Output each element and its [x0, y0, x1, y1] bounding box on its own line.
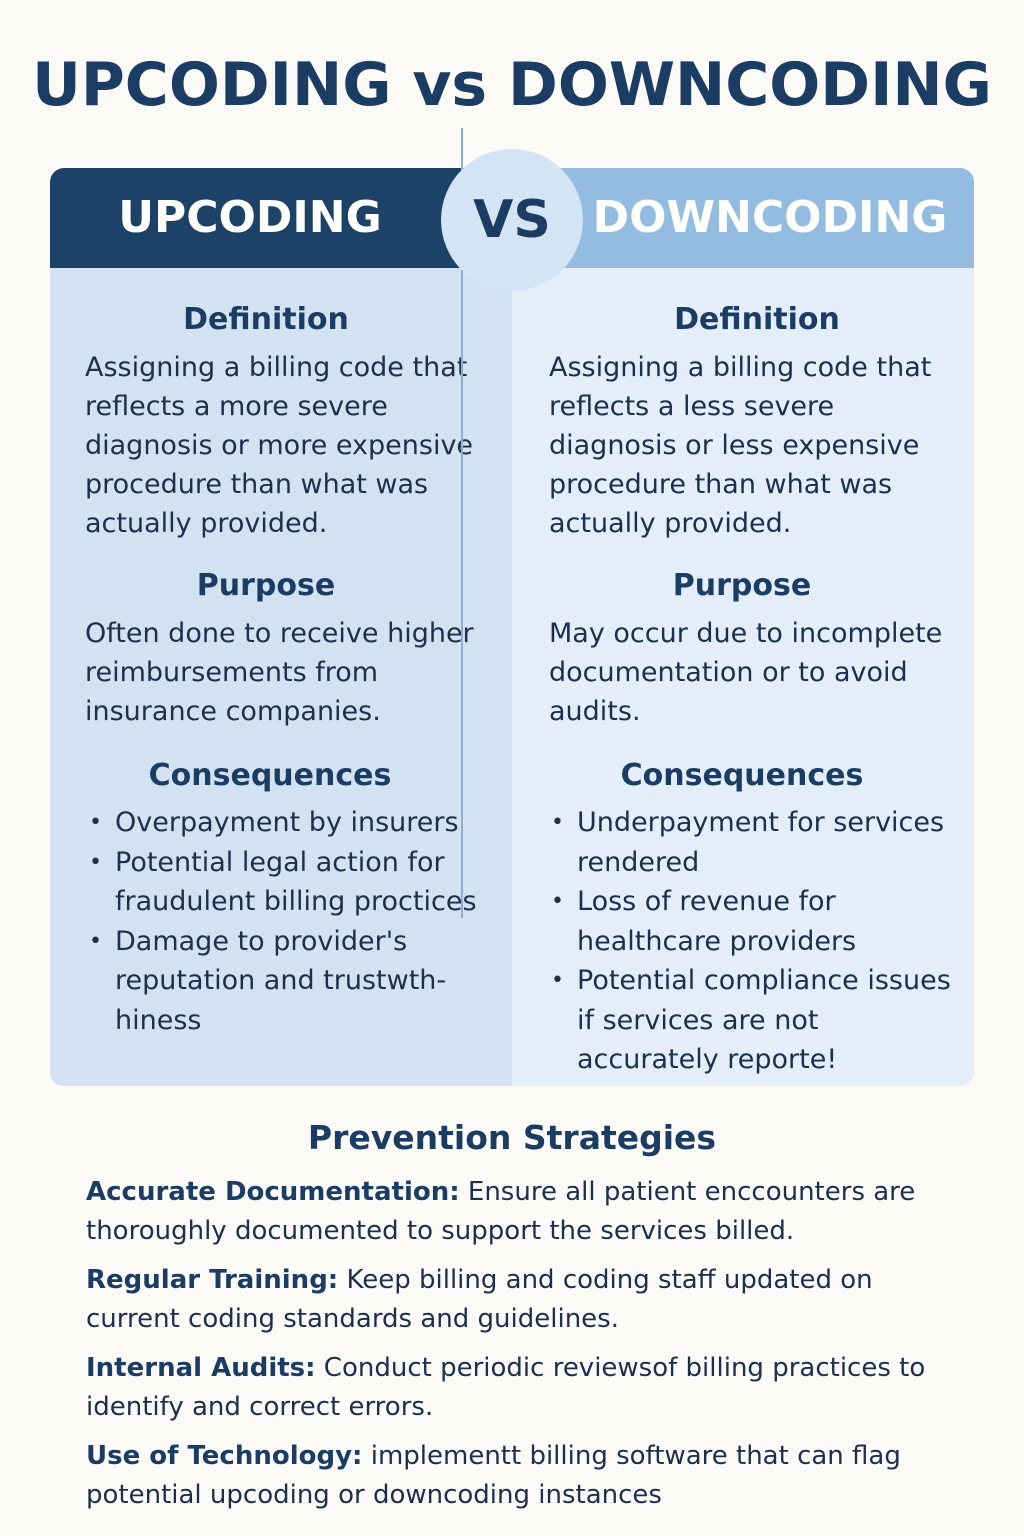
downcoding-consequences-heading: Consequences [620, 758, 864, 793]
downcoding-column: Definition Assigning a billing code that… [512, 268, 974, 1086]
vs-badge: VS [441, 149, 583, 291]
upcoding-definition-text: Assigning a billing code that reflects a… [85, 352, 474, 539]
prevention-title: Prevention Strategies [307, 1118, 717, 1157]
upcoding-definition-heading: Definition [183, 302, 349, 337]
strategy-use-of-technology: Use of Technology: implementt billing so… [86, 1437, 946, 1515]
downcoding-purpose-heading: Purpose [672, 568, 812, 603]
strategy-text: Ensure all patient enccounters are thoro… [86, 1177, 916, 1246]
strategy-text: implementt billing software that can fla… [86, 1441, 901, 1510]
column-divider [461, 128, 463, 918]
strategy-label: Accurate Documentation: [86, 1177, 460, 1207]
upcoding-header-label: UPCODING [118, 192, 382, 243]
downcoding-definition-heading: Definition [674, 302, 840, 337]
downcoding-purpose-text: May occur due to incomplete documentatio… [549, 618, 943, 727]
list-item: •Potential compliance issues if services… [551, 965, 951, 1075]
list-item: •Potential legal action for fraudulent b… [89, 846, 477, 918]
strategy-label: Use of Technology: [86, 1441, 363, 1471]
downcoding-consequences-list: •Underpayment for services rendered •Los… [547, 803, 967, 1080]
upcoding-purpose-text: Often done to receive higher reimburseme… [85, 618, 474, 727]
upcoding-header [50, 168, 512, 268]
upcoding-column: Definition Assigning a billing code that… [50, 268, 512, 1086]
list-item: •Underpayment for services rendered [551, 807, 945, 878]
strategy-text: Keep billing and coding staff updated on… [86, 1265, 873, 1334]
downcoding-definition-text: Assigning a billing code that reflects a… [549, 352, 932, 539]
strategy-text: Conduct periodic reviewsof billing pract… [86, 1353, 926, 1422]
upcoding-consequences-heading: Consequences [148, 758, 392, 793]
upcoding-purpose-heading: Purpose [196, 568, 336, 603]
strategy-regular-training: Regular Training: Keep billing and codin… [86, 1261, 946, 1339]
list-item: •Damage to provider's reputation and tru… [89, 925, 447, 1036]
downcoding-header-label: DOWNCODING [592, 192, 948, 243]
upcoding-consequences-list: •Overpayment by insurers •Potential lega… [85, 803, 505, 1040]
comparison-card: UPCODING DOWNCODING Definition Assigning… [50, 168, 974, 1086]
page-title: UPCODING vs DOWNCODING [32, 50, 992, 120]
strategy-label: Internal Audits: [86, 1353, 316, 1383]
list-item: •Loss of revenue for healthcare provider… [551, 886, 857, 957]
downcoding-header [512, 168, 974, 268]
strategy-internal-audits: Internal Audits: Conduct periodic review… [86, 1349, 946, 1427]
strategy-label: Regular Training: [86, 1265, 339, 1295]
strategy-accurate-documentation: Accurate Documentation: Ensure all patie… [86, 1173, 946, 1251]
list-item: •Overpayment by insurers [89, 807, 459, 838]
